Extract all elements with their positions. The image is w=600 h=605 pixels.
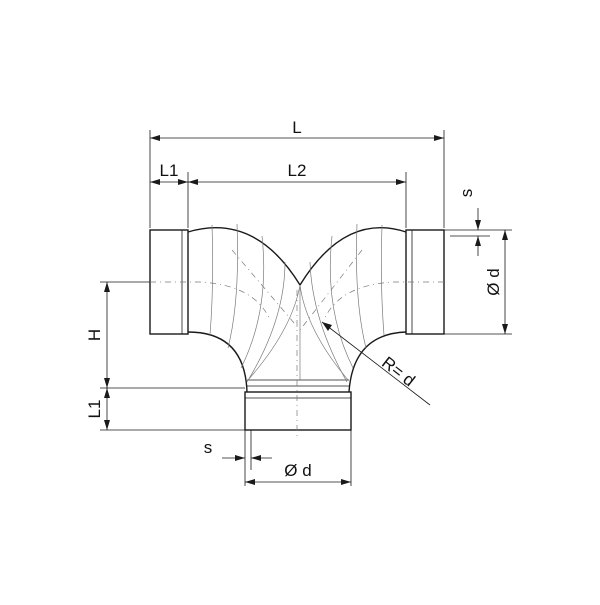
arrow-head (475, 236, 481, 246)
fitting-body (149, 227, 445, 431)
segment-line (240, 235, 265, 369)
body-right-elbow (348, 331, 407, 393)
bottom-socket (244, 391, 352, 431)
arrow-head (475, 220, 481, 230)
arrow-head (150, 179, 160, 185)
label-L1-left: L1 (85, 400, 104, 419)
right-axis (323, 281, 444, 321)
segment-lines (209, 223, 385, 383)
segment-line (209, 224, 214, 336)
arrow-head (434, 135, 444, 141)
segment-line (299, 284, 349, 381)
left-axis (150, 281, 271, 321)
segment-line (247, 284, 301, 381)
diagonal-axis (231, 249, 301, 331)
body-left-elbow (187, 331, 248, 393)
arrow-head (188, 179, 198, 185)
label-H: H (85, 329, 104, 341)
arrow-head (178, 179, 188, 185)
dimension-d-bottom: Ø d (245, 430, 352, 486)
arrow-head (502, 324, 508, 334)
dimension-L1-left: L1 (85, 388, 245, 431)
dimension-H: H (85, 281, 245, 389)
dimension-s-bottom: s (204, 430, 272, 486)
segment-line (246, 261, 286, 383)
dimension-L1-top: L1 (150, 161, 189, 228)
arrow-head (502, 230, 508, 240)
arrow-head (322, 322, 332, 331)
arrow-head (235, 455, 245, 461)
dimension-s-right: s (444, 189, 490, 256)
center-lines (150, 249, 444, 440)
diagonal-axis (299, 249, 363, 331)
dimension-L: L (149, 118, 445, 228)
arrow-head (245, 479, 255, 485)
dimension-d-right: Ø d (444, 229, 512, 335)
arrow-head (341, 479, 351, 485)
label-L2: L2 (288, 161, 307, 180)
arrow-head (104, 282, 110, 292)
arrow-head (396, 179, 406, 185)
label-R: R= d (378, 353, 418, 390)
segment-line (380, 224, 385, 336)
arrow-head (104, 420, 110, 430)
label-s-bottom: s (204, 438, 213, 457)
arrow-head (104, 378, 110, 388)
segment-line (329, 235, 354, 369)
label-d-bottom: Ø d (284, 461, 311, 480)
arrow-head (104, 388, 110, 398)
leader-line (321, 321, 431, 406)
label-L1-top: L1 (160, 161, 179, 180)
arrow-head (150, 135, 160, 141)
segment-line (227, 223, 238, 349)
dimension-L2: L2 (188, 161, 407, 228)
label-d-right: Ø d (484, 268, 503, 295)
body-top-curve (187, 227, 407, 287)
arrow-head (251, 455, 261, 461)
segment-line (309, 261, 348, 383)
label-L: L (292, 118, 301, 137)
label-s-right: s (457, 189, 476, 198)
segment-line (356, 223, 367, 349)
